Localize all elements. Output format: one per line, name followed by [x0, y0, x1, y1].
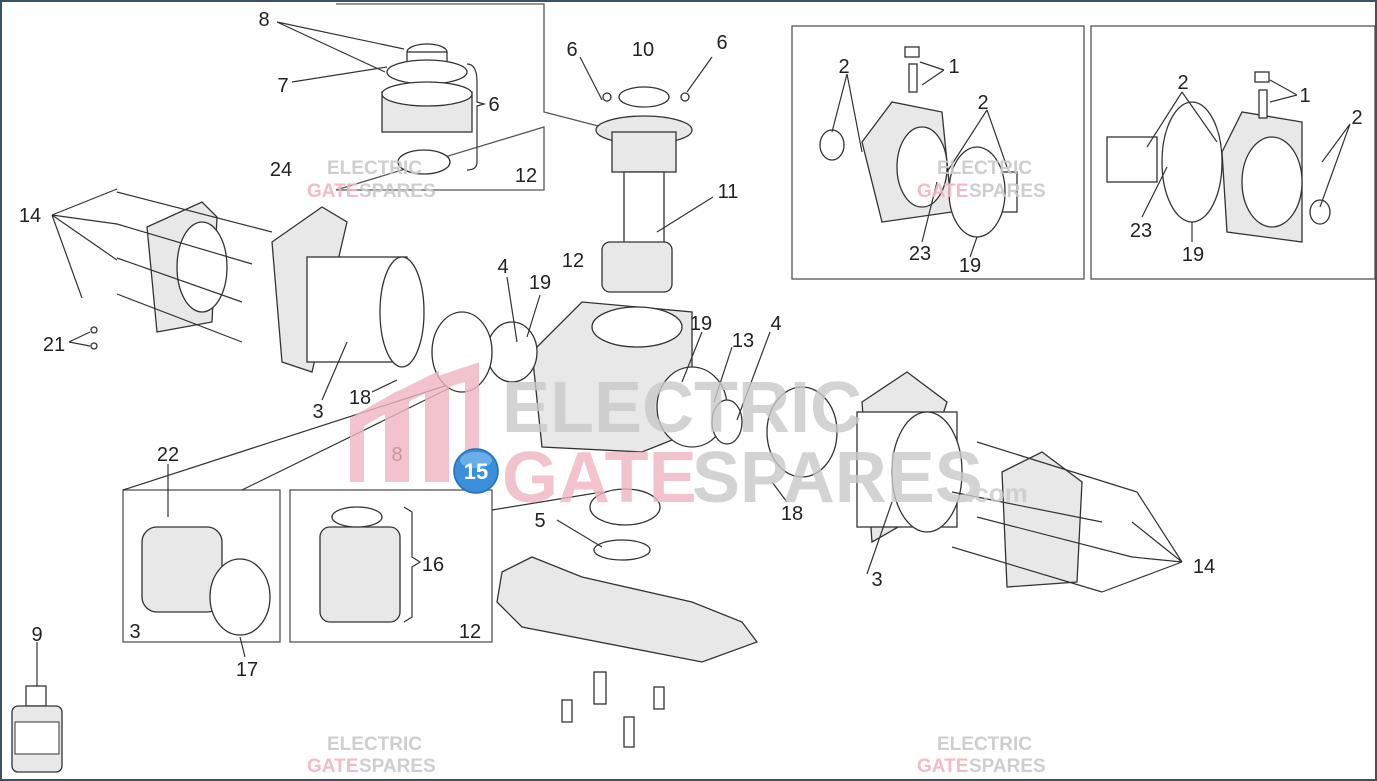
right-cylinder: [856, 371, 1138, 593]
callout-7: 7: [277, 75, 288, 97]
callout-18: 18: [349, 387, 371, 409]
callout-3: 3: [312, 401, 323, 423]
callout-19: 19: [690, 313, 712, 335]
callout-4: 4: [770, 313, 781, 335]
callout-24: 24: [270, 159, 292, 181]
watermark-text: GATE: [917, 756, 968, 777]
callout-11: 11: [718, 181, 739, 203]
callout-4: 4: [497, 256, 508, 278]
callout-2: 2: [1351, 107, 1362, 129]
watermark-text: GATE: [307, 756, 358, 777]
oil-bottle: [11, 642, 63, 773]
callout-5: 5: [534, 510, 545, 532]
callout-16: 16: [422, 554, 444, 576]
callout-2: 2: [838, 56, 849, 78]
callout-22: 22: [157, 444, 179, 466]
callout-12: 12: [459, 621, 481, 643]
callout-18: 18: [781, 503, 803, 525]
left-cylinder: [90, 191, 425, 373]
callout-1: 1: [1299, 85, 1310, 107]
callout-17: 17: [236, 659, 258, 681]
top-seal-kit: [381, 43, 487, 175]
callout-12: 12: [562, 250, 584, 272]
callout-19: 19: [1182, 244, 1204, 266]
callout-13: 13: [732, 330, 754, 352]
watermark-text: SPARES: [359, 756, 436, 777]
callout-14: 14: [1193, 556, 1215, 578]
callout-labels: 8 7 6 24 12 6 10 6 11 14 21 4 19 12 19 1…: [19, 9, 1363, 681]
callout-9: 9: [31, 624, 42, 646]
lower-inset-parts: [141, 488, 759, 748]
callout-1: 1: [948, 56, 959, 78]
callout-14: 14: [19, 205, 41, 227]
callout-19: 19: [529, 272, 551, 294]
watermark-text: SPARES: [359, 181, 436, 202]
motor-shaft: [595, 86, 693, 293]
callout-6: 6: [488, 94, 499, 116]
watermark-text: GATE: [307, 181, 358, 202]
inset-parts: [819, 46, 1331, 243]
watermark-text: ELECTRIC: [937, 734, 1032, 755]
hotspot-badge-15[interactable]: 15: [453, 448, 499, 494]
callout-2: 2: [977, 92, 988, 114]
callout-8: 8: [391, 444, 402, 466]
badge-label: 15: [464, 459, 488, 484]
watermark-text: SPARES: [969, 756, 1046, 777]
watermark-text: ELECTRIC: [327, 734, 422, 755]
callout-23: 23: [1130, 220, 1152, 242]
callout-23: 23: [909, 243, 931, 265]
callout-12: 12: [515, 165, 537, 187]
callout-3: 3: [129, 621, 140, 643]
central-gearbox: [431, 301, 838, 478]
leader-lines: [51, 21, 1351, 658]
callout-10: 10: [632, 39, 654, 61]
callout-2: 2: [1177, 72, 1188, 94]
callout-8: 8: [258, 9, 269, 31]
callout-3: 3: [871, 569, 882, 591]
callout-19: 19: [959, 255, 981, 277]
callout-6: 6: [566, 39, 577, 61]
callout-21: 21: [43, 334, 65, 356]
callout-6: 6: [716, 32, 727, 54]
